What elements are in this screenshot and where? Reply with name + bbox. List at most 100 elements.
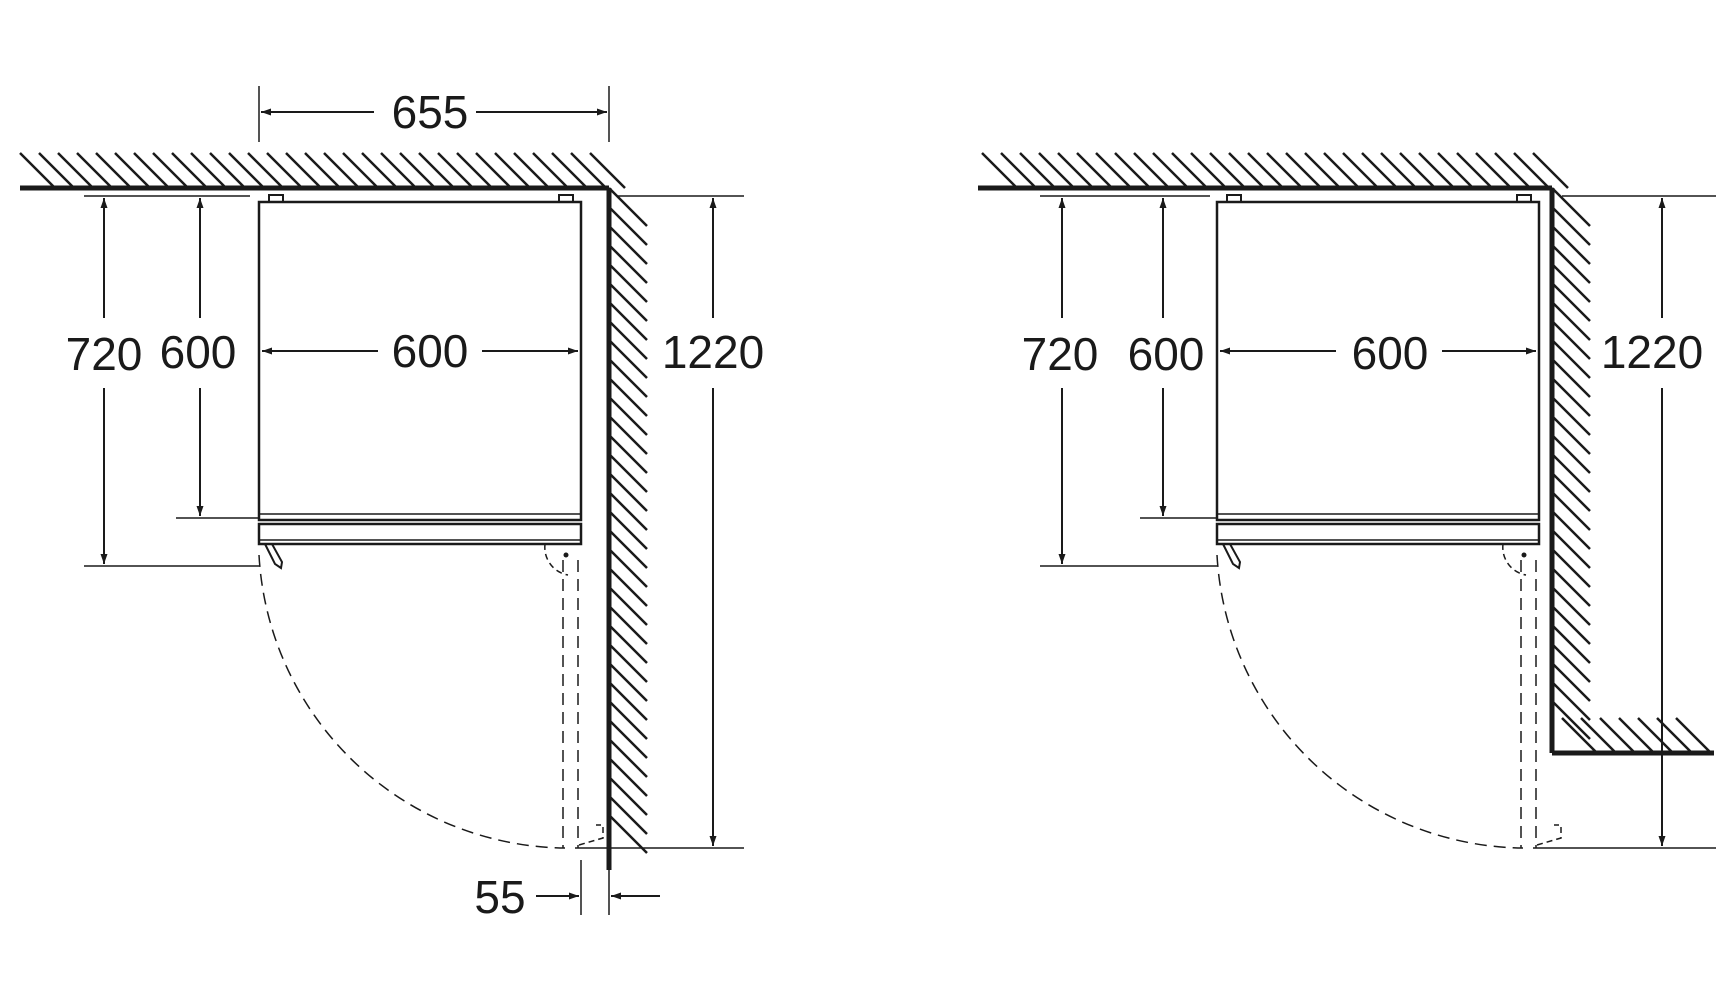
wall-hatch-line [1266,152,1303,189]
wall-hatch-line [608,301,648,341]
wall-hatch-line [608,719,648,759]
wall-hatch-line [1551,301,1591,341]
wall-hatch-line [437,152,474,189]
wall-hatch-line [1513,152,1550,189]
wall-hatch-line [1551,529,1591,569]
wall-top-right [978,152,1569,191]
wall-hatch-line [608,548,648,588]
wall-hatch-line [608,263,648,303]
wall-hatch-line [608,339,648,379]
dimension-door-swing-left: 1220 [662,198,764,846]
wall-hatch-line [1285,152,1322,189]
wall-hatch-line [1599,717,1636,754]
wall-hatch-line [114,152,151,189]
wall-hatch-line [494,152,531,189]
wall-hatch-line [608,757,648,797]
wall-hatch-line [1551,643,1591,683]
wall-hatch-line [1551,434,1591,474]
wall-hatch-line [1494,152,1531,189]
dimension-label-600-depth: 600 [160,326,237,378]
wall-hatch-line [1114,152,1151,189]
wall-hatch-line [1551,491,1591,531]
wall-hatch-line [608,434,648,474]
wall-hatch-line [1551,681,1591,721]
wall-hatch-line [1209,152,1246,189]
wall-hatch-line [95,152,132,189]
wall-hatch-line [608,377,648,417]
wall-hatch-line [608,396,648,436]
wall-hatch-line [456,152,493,189]
wall-hatch-line [1304,152,1341,189]
wall-hatch-line [1190,152,1227,189]
wall-hatch-line [608,320,648,360]
wall-hatch-line [380,152,417,189]
wall-hatch-line [608,605,648,645]
wall-hatch-line [1038,152,1075,189]
wall-hatch-line [228,152,265,189]
wall-hatch-line [608,814,648,854]
wall-hatch-line [1095,152,1132,189]
wall-hatch-line [1551,244,1591,284]
wall-hatch-line [1580,717,1617,754]
dimension-label-1220: 1220 [662,326,764,378]
wall-hatch-line [981,152,1018,189]
wall-hatch-line [608,567,648,607]
wall-hatch-line [1551,339,1591,379]
wall-hatch-line [1361,152,1398,189]
wall-hatch-line [1551,586,1591,626]
appliance-body-right [1215,194,1541,522]
wall-hatch-line [551,152,588,189]
appliance-door-right [1215,522,1541,570]
wall-hatch-line [361,152,398,189]
dimension-width-total-left: 655 [261,86,607,138]
wall-hatch-line [1551,415,1591,455]
wall-hatch-line [1551,377,1591,417]
wall-hatch-line [475,152,512,189]
wall-hatch-line [1551,263,1591,303]
wall-hatch-line [608,244,648,284]
wall-hatch-line [152,152,189,189]
wall-hatch-line [1532,152,1569,189]
extension-lines-left [84,86,744,915]
dimension-label-720: 720 [66,328,143,380]
appliance-door-left [257,522,583,570]
wall-hatch-line [209,152,246,189]
wall-hatch-line [608,700,648,740]
wall-hatch-line [1551,225,1591,265]
wall-hatch-line [1551,206,1591,246]
wall-hatch-line [1551,548,1591,588]
wall-hatch-line [608,795,648,835]
wall-hatch-line [608,662,648,702]
extension-lines-right [1040,195,1716,849]
wall-hatch-line [1399,152,1436,189]
wall-hatch-line [1551,358,1591,398]
wall-hatch-line [608,225,648,265]
wall-hatch-line [608,681,648,721]
wall-hatch-line [1247,152,1284,189]
wall-hatch-line [608,586,648,626]
wall-hatch-line [608,510,648,550]
wall-hatch-line [589,152,626,189]
wall-hatch-line [1551,282,1591,322]
wall-hatch-line [1551,396,1591,436]
wall-hatch-line [285,152,322,189]
dimension-depth-cabinet-left: 600 [160,198,237,516]
wall-hatch-line [1437,152,1474,189]
dimension-label-720: 720 [1022,328,1099,380]
wall-hatch-line [1551,662,1591,702]
dimension-label-600-depth: 600 [1128,328,1205,380]
wall-hatch-line [323,152,360,189]
wall-hatch-line [1551,624,1591,664]
wall-hatch-line [1342,152,1379,189]
door-swing-left [258,543,604,849]
wall-hatch-line [76,152,113,189]
wall-hatch-line [608,529,648,569]
wall-hatch-line [1551,510,1591,550]
wall-hatch-line [1551,605,1591,645]
wall-hatch-line [304,152,341,189]
wall-hatch-line [57,152,94,189]
wall-hatch-line [190,152,227,189]
wall-hatch-line [608,738,648,778]
